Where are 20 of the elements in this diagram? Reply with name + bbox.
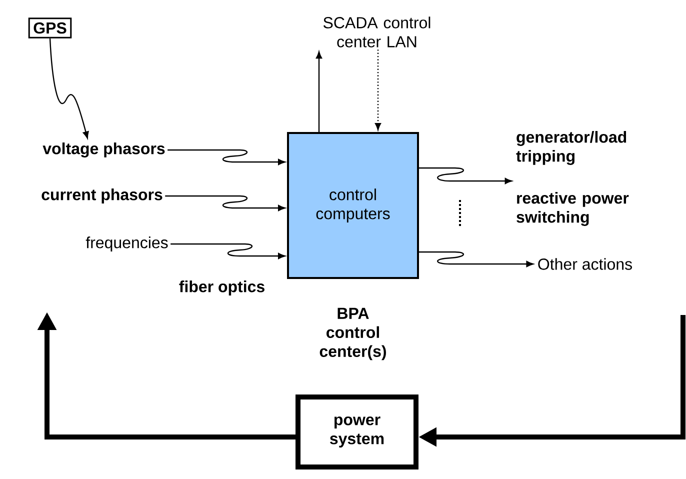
arrow	[419, 167, 512, 184]
arrow	[419, 251, 534, 268]
output-label: Other actions	[538, 258, 632, 270]
arrow	[165, 195, 286, 212]
process-box: control computers	[287, 132, 419, 279]
input-label: voltage phasors	[42, 142, 165, 158]
input-label: current phasors	[42, 188, 162, 204]
input-label: frequencies	[86, 236, 168, 252]
arrow	[374, 50, 382, 130]
arrow	[170, 243, 286, 260]
gps-box: GPS	[28, 18, 72, 38]
medium-label: fiber optics	[179, 280, 264, 296]
arrow	[316, 51, 322, 132]
network-label: SCADA control center LAN	[323, 16, 430, 48]
caption-text: BPA control center(s)	[320, 308, 386, 360]
system-box: power system	[296, 394, 418, 470]
output-label: generator/load tripping	[516, 131, 626, 165]
output-label: reactive power switching	[516, 192, 629, 226]
arrow	[168, 149, 286, 166]
arrow	[49, 38, 89, 139]
